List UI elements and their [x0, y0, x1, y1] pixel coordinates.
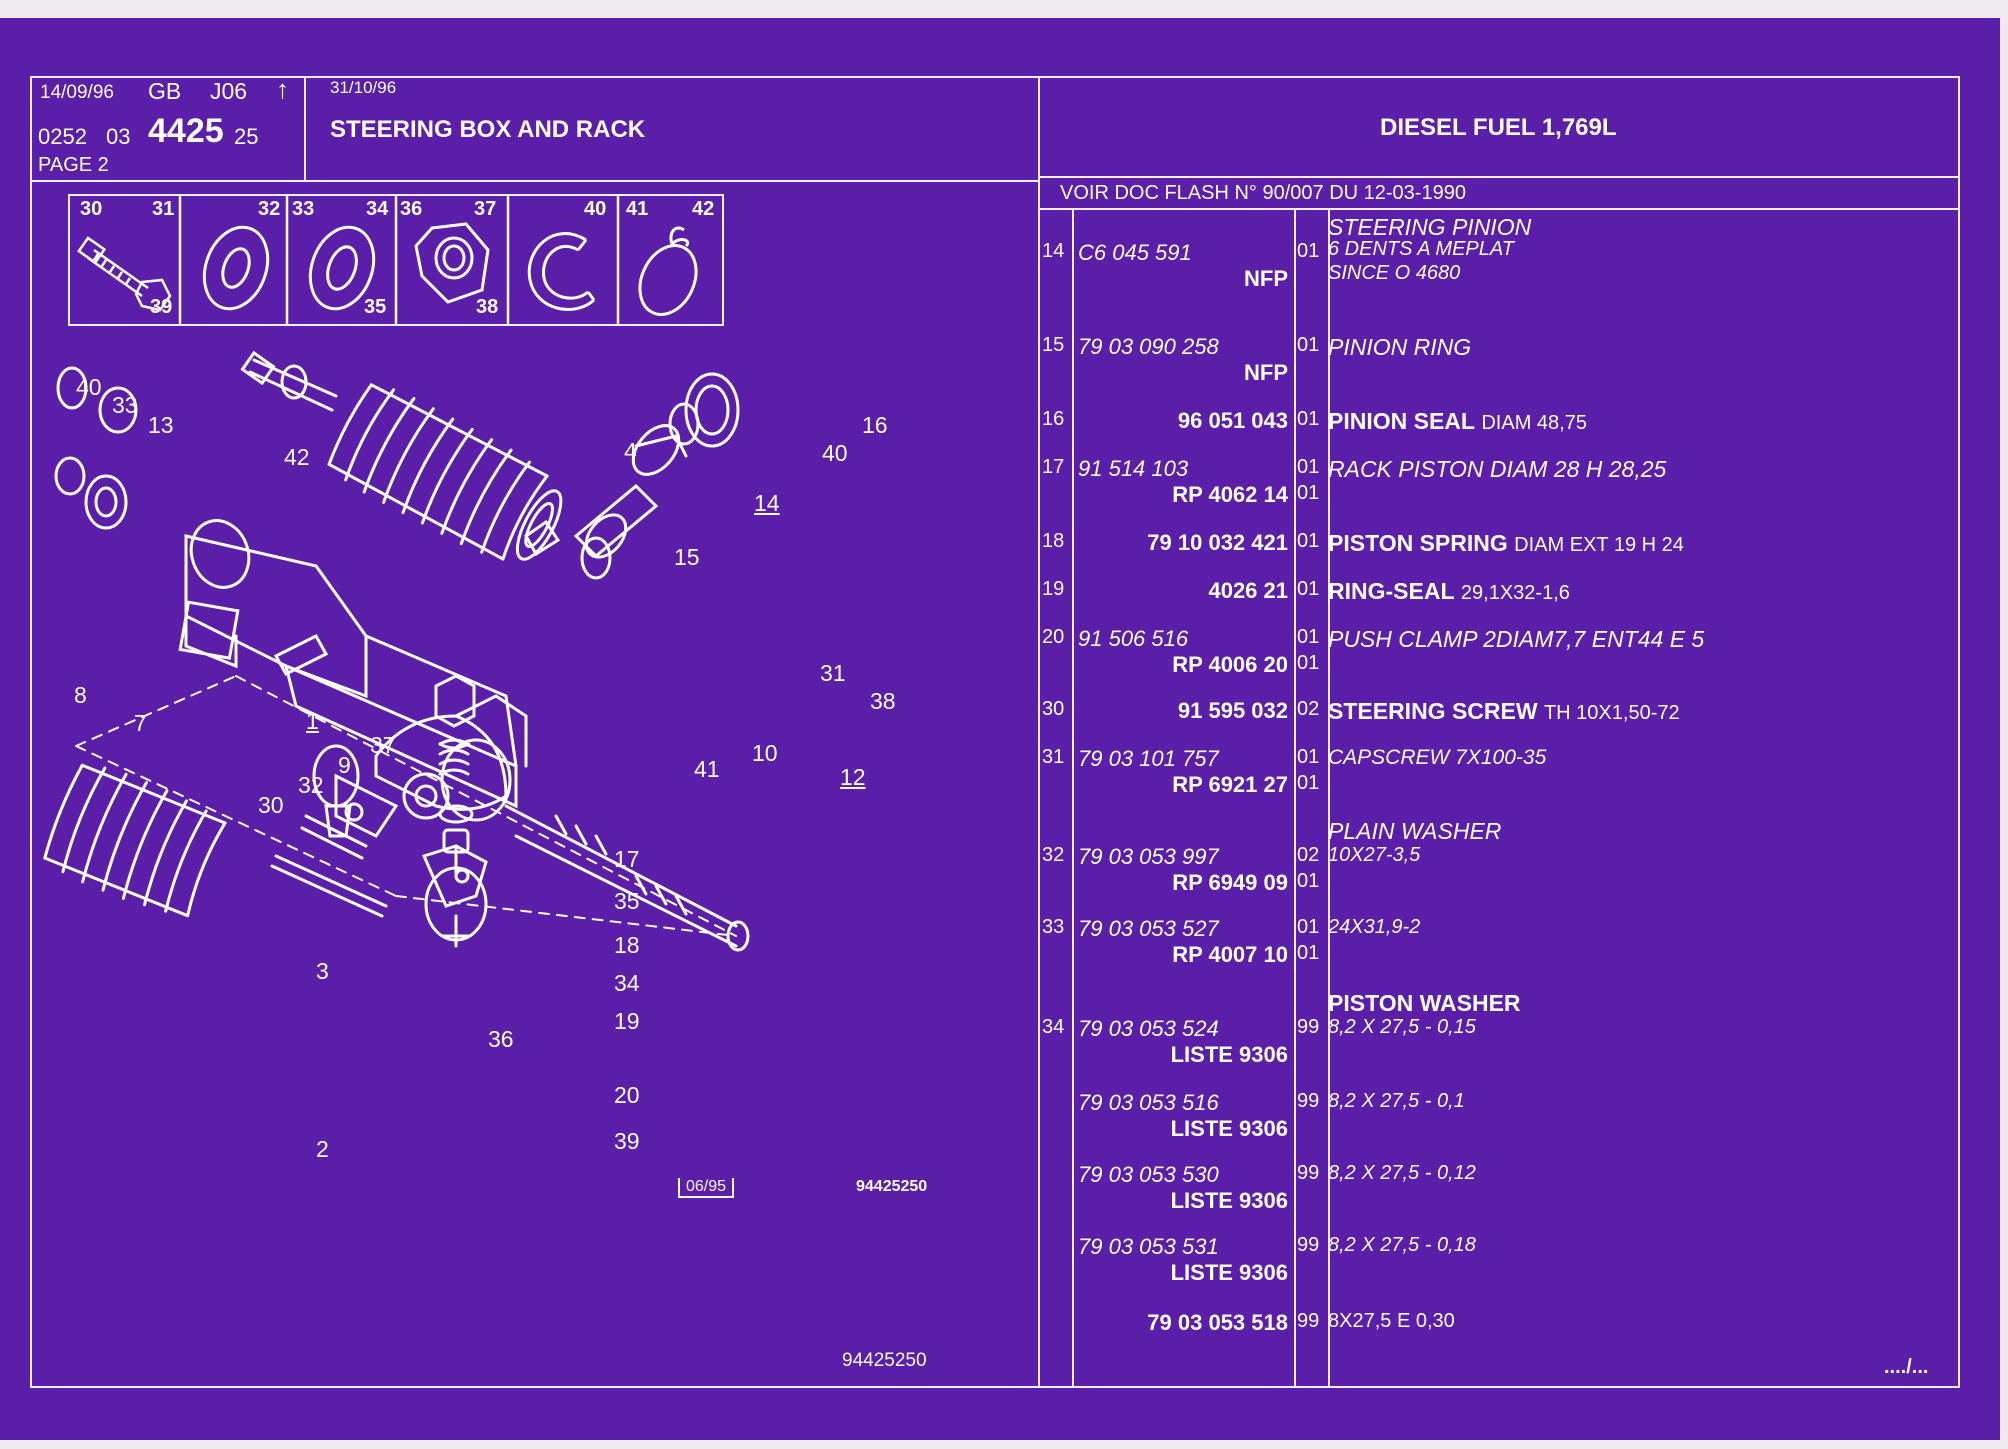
steering-housing [178, 519, 528, 838]
revision-stamp: 06/95 [678, 1178, 735, 1198]
header-rule-right [1039, 176, 1959, 178]
callout-13: 13 [148, 412, 174, 438]
callout-8: 8 [74, 682, 87, 708]
strip-label-40: 40 [584, 198, 607, 220]
callout-16: 16 [862, 412, 888, 438]
ref-main: 4425 [148, 112, 224, 150]
callout-41: 41 [694, 756, 720, 782]
washer-icon [308, 225, 376, 311]
circlip-icon [527, 232, 596, 311]
up-arrow-icon: ↑ [276, 74, 289, 104]
washer-icon [202, 225, 270, 311]
strip-label-38: 38 [476, 296, 499, 318]
callout-15: 15 [674, 544, 700, 570]
callout-30: 30 [258, 792, 284, 818]
header-cell-divider [304, 76, 306, 180]
drawing-ref: 94425250 [856, 1178, 928, 1195]
callout-31: 31 [820, 660, 846, 686]
lower-bellows [43, 763, 227, 918]
header-date: 14/09/96 [40, 82, 114, 103]
callout-7: 7 [134, 710, 147, 736]
callout-37: 37 [370, 732, 396, 758]
callout-4: 4 [624, 438, 637, 464]
callout-10: 10 [752, 740, 778, 766]
revision-date: 31/10/96 [330, 78, 397, 97]
callout-39: 39 [614, 1128, 640, 1154]
col-line-3 [1328, 210, 1330, 1388]
header-lang: GB [148, 78, 182, 104]
note-rule [1039, 208, 1959, 210]
outer-frame [30, 76, 1960, 1388]
callout-1: 1 [306, 708, 319, 734]
callout-9: 9 [338, 752, 351, 778]
ref-suffix: 25 [234, 124, 259, 149]
engine-title: DIESEL FUEL 1,769L [1380, 114, 1617, 141]
callout-14: 14 [754, 490, 780, 516]
nut-icon [414, 222, 490, 304]
strip-label-41: 41 [626, 198, 649, 220]
strip-label-32: 32 [258, 198, 281, 220]
col-line-1 [1072, 210, 1074, 1388]
callout-2: 2 [316, 1136, 329, 1162]
header-rule-left [30, 180, 1039, 182]
callout-42: 42 [284, 444, 310, 470]
strip-label-33: 33 [292, 198, 315, 220]
callout-3: 3 [316, 958, 329, 984]
continued-marker: ..../... [1884, 1356, 1929, 1378]
page-title: STEERING BOX AND RACK [330, 116, 646, 143]
callout-33: 33 [112, 392, 138, 418]
callout-38: 38 [870, 688, 896, 714]
callout-17: 17 [614, 846, 640, 872]
strip-label-36: 36 [400, 198, 423, 220]
ref-prefix: 0252 [38, 124, 87, 149]
center-divider [1038, 76, 1040, 1388]
callout-19: 19 [614, 1008, 640, 1034]
icon-strip-svg [178, 196, 620, 324]
icon-strip: 30 31 39 32 33 34 35 36 37 38 40 41 42 [68, 194, 724, 326]
callout-36: 36 [488, 1026, 514, 1052]
doc-note: VOIR DOC FLASH N° 90/007 DU 12-03-1990 [1060, 182, 1466, 204]
strip-label-34: 34 [366, 198, 389, 220]
upper-bellows [327, 383, 563, 561]
col-line-2 [1294, 210, 1296, 1388]
pinion [573, 424, 688, 559]
parts-sheet: 14/09/96 GB J06 ↑ 0252 03 4425 25 PAGE 2… [0, 18, 2000, 1440]
callout-40a: 40 [76, 374, 102, 400]
bolt-icon [77, 236, 172, 312]
ref-mid: 03 [106, 124, 131, 149]
strip-label-31: 31 [152, 198, 175, 220]
strip-label-42: 42 [692, 198, 715, 220]
strip-label-30: 30 [80, 198, 103, 220]
callout-34: 34 [614, 970, 640, 996]
footer-ref: 94425250 [842, 1350, 927, 1371]
header-code: J06 [210, 78, 248, 104]
exploded-diagram [43, 350, 750, 952]
strip-label-37: 37 [474, 198, 497, 220]
callout-32: 32 [298, 772, 324, 798]
callout-18: 18 [614, 932, 640, 958]
callout-20: 20 [614, 1082, 640, 1108]
callout-35: 35 [614, 888, 640, 914]
callout-12: 12 [840, 764, 866, 790]
ring-clip-icon [638, 226, 698, 316]
parts-table: 14 C6 045 591 NFP 01 STEERING PINION 6 D… [1040, 214, 1958, 1384]
page-number: PAGE 2 [38, 154, 109, 176]
callout-40b: 40 [822, 440, 848, 466]
strip-label-35: 35 [364, 296, 387, 318]
table-row: 14 C6 045 591 NFP 01 STEERING PINION 6 D… [1042, 214, 1532, 291]
